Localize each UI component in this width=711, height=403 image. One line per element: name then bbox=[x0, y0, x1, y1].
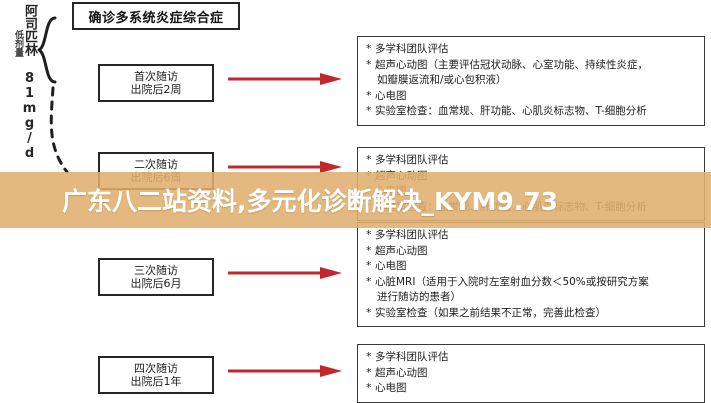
bullet-marker: * bbox=[366, 229, 372, 241]
vertical-drug-label: 阿司匹林 81mg/d 低剂量 bbox=[2, 4, 37, 161]
arrow-icon-4 bbox=[228, 365, 342, 377]
panel-1-item-1: *超声心动图（主要评估冠状动脉、心室功能、持续性炎症， bbox=[366, 58, 697, 74]
detail-panel-1: *多学科团队评估 *超声心动图（主要评估冠状动脉、心室功能、持续性炎症， 如瓣膜… bbox=[357, 36, 705, 126]
panel-2-item-0: *多学科团队评估 bbox=[366, 153, 697, 169]
panel-1-item-3: *实验室检查：血常规、肝功能、心肌炎标志物、T-细胞分析 bbox=[366, 104, 697, 120]
arrow-icon-2 bbox=[228, 161, 342, 173]
detail-panel-3: *多学科团队评估 *超声心动图 *心电图 *心脏MRI（适用于入院时左室射血分数… bbox=[357, 222, 705, 328]
bullet-marker: * bbox=[366, 366, 372, 379]
panel-3-item-1: *超声心动图 bbox=[366, 244, 697, 260]
followup-box-4: 四次随访 出院后1年 bbox=[98, 356, 214, 394]
arrow-icon-3 bbox=[228, 267, 342, 279]
followup-box-1-line2: 出院后2周 bbox=[130, 83, 182, 96]
watermark-text: 广东八二站资料,多元化诊断解决_KYM9.73 bbox=[62, 187, 559, 216]
bullet-marker: * bbox=[366, 43, 372, 55]
watermark-banner: 广东八二站资料,多元化诊断解决_KYM9.73 bbox=[0, 172, 711, 228]
bullet-marker: * bbox=[366, 260, 372, 273]
bullet-marker: * bbox=[366, 58, 372, 71]
arrow-icon-1 bbox=[228, 73, 342, 85]
followup-box-3-line1: 三次随访 bbox=[134, 263, 178, 277]
bullet-marker: * bbox=[366, 275, 372, 288]
followup-box-4-line1: 四次随访 bbox=[134, 361, 178, 375]
panel-4-item-2: *心电图 bbox=[366, 381, 697, 397]
bullet-marker: * bbox=[366, 351, 372, 363]
detail-panel-4: *多学科团队评估 *超声心动图 *心电图 bbox=[357, 344, 705, 403]
panel-3-item-3-cont: 进行随访的患者） bbox=[377, 291, 461, 304]
followup-box-1-line1: 首次随访 bbox=[134, 69, 178, 83]
panel-3-item-3: *心脏MRI（适用于入院时左室射血分数＜50%或按研究方案 bbox=[366, 275, 697, 291]
diagnosis-title-text: 确诊多系统炎症综合症 bbox=[88, 10, 224, 26]
panel-1-item-0: *多学科团队评估 bbox=[366, 42, 697, 58]
dashed-curve-icon bbox=[49, 86, 69, 174]
bullet-marker: * bbox=[366, 306, 372, 319]
drug-dose-text: 阿司匹林 81mg/d bbox=[22, 4, 37, 161]
bullet-marker: * bbox=[366, 154, 372, 166]
followup-box-4-line2: 出院后1年 bbox=[130, 375, 182, 388]
drug-note-text: 低剂量 bbox=[13, 30, 23, 57]
panel-3-item-2: *心电图 bbox=[366, 259, 697, 275]
followup-box-3-line2: 出院后6月 bbox=[130, 277, 182, 290]
diagnosis-title-box: 确诊多系统炎症综合症 bbox=[72, 2, 240, 30]
brace-and-dashed-connector bbox=[37, 16, 69, 174]
followup-box-2-line1: 二次随访 bbox=[134, 157, 178, 171]
panel-3-item-0: *多学科团队评估 bbox=[366, 228, 697, 244]
panel-1-item-1-cont: 如瓣膜返流和/或心包积液） bbox=[377, 74, 507, 87]
bullet-marker: * bbox=[366, 244, 372, 257]
panel-3-item-4: *实验室检查（如果之前结果不正常，完善此检查） bbox=[366, 306, 697, 322]
followup-box-3: 三次随访 出院后6月 bbox=[98, 258, 214, 296]
bullet-marker: * bbox=[366, 382, 372, 395]
panel-4-item-0: *多学科团队评估 bbox=[366, 350, 697, 366]
followup-box-1: 首次随访 出院后2周 bbox=[98, 64, 214, 102]
bullet-marker: * bbox=[366, 89, 372, 102]
curly-brace-icon bbox=[37, 16, 57, 84]
panel-1-item-2: *心电图 bbox=[366, 89, 697, 105]
panel-4-item-1: *超声心动图 bbox=[366, 366, 697, 382]
bullet-marker: * bbox=[366, 105, 372, 118]
